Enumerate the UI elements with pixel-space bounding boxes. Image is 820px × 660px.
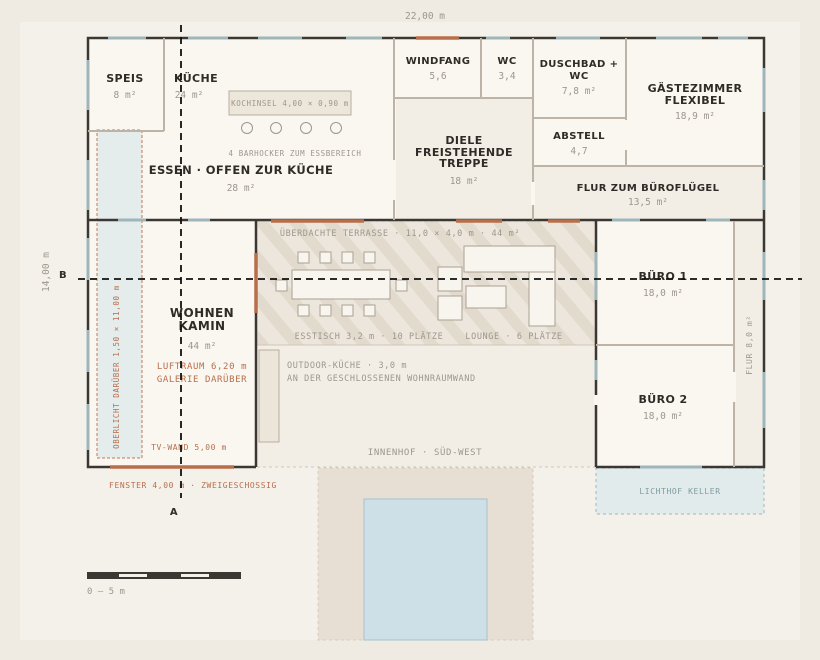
- abstell-area: 4,7: [570, 146, 587, 157]
- interior-walls: [88, 38, 764, 467]
- section-label-a: A: [170, 507, 178, 518]
- gaestezimmer-name-1: GÄSTEZIMMER: [648, 81, 743, 95]
- fenster-label: FENSTER 4,00 m · ZWEIGESCHOSSIG: [109, 481, 277, 490]
- duschbad-area: 7,8 m²: [562, 86, 596, 97]
- diele-name-3: TREPPE: [439, 157, 489, 170]
- buero1-name: BÜRO 1: [638, 269, 687, 283]
- tv-wand-label: TV-WAND 5,00 m: [151, 443, 227, 452]
- diele-fill: [396, 99, 532, 219]
- pool: [363, 498, 488, 641]
- lichthof-area: [595, 467, 765, 515]
- kueche-name: KÜCHE: [174, 71, 218, 85]
- windfang-name: WINDFANG: [406, 56, 471, 67]
- innenhof-label: INNENHOF · SÜD-WEST: [368, 447, 482, 458]
- lichthof-label: LICHTHOF KELLER: [639, 487, 720, 496]
- wc-area: 3,4: [498, 71, 515, 82]
- speis-name: SPEIS: [106, 72, 144, 85]
- kochinsel: [228, 90, 352, 116]
- gaestezimmer-name-2: FLEXIBEL: [665, 94, 726, 107]
- diele-name-1: DIELE: [445, 134, 482, 147]
- essen-area: 28 m²: [227, 183, 256, 194]
- outdoor-kuche-label-1: OUTDOOR-KÜCHE · 3,0 m: [287, 360, 407, 371]
- wohnen-name-1: WOHNEN: [170, 306, 234, 320]
- windows: [86, 36, 766, 469]
- esstisch-label: ESSTISCH 3,2 m · 10 PLÄTZE: [295, 331, 444, 342]
- doors: [110, 36, 580, 469]
- buero1-area: 18,0 m²: [643, 288, 683, 299]
- abstell-name: ABSTELL: [553, 131, 605, 142]
- luftraum-note: LUFTRAUM 6,20 m: [157, 362, 247, 372]
- duschbad-name-2: WC: [569, 71, 588, 82]
- buero2-area: 18,0 m²: [643, 411, 683, 422]
- courtyard-area: [255, 344, 597, 468]
- buero2-name: BÜRO 2: [638, 392, 687, 406]
- left-dimension: 14,00 m: [41, 252, 52, 292]
- oberlicht-area: [96, 129, 143, 459]
- essen-name: ESSEN · OFFEN ZUR KÜCHE: [149, 162, 333, 177]
- door-gaps: [392, 120, 736, 405]
- wc-name: WC: [497, 56, 516, 67]
- outdoor-kitchen: [258, 349, 280, 443]
- windfang-area: 5,6: [429, 71, 446, 82]
- scale-bar: [87, 572, 241, 579]
- flur-buero-name: FLUR ZUM BÜROFLÜGEL: [577, 180, 720, 194]
- bar-stools: [241, 122, 342, 134]
- kochinsel-label: KOCHINSEL 4,00 × 0,90 m: [231, 99, 349, 108]
- terrasse-label: ÜBERDACHTE TERRASSE · 11,0 × 4,0 m · 44 …: [280, 228, 520, 239]
- speis-area: 8 m²: [114, 90, 137, 101]
- outdoor-kuche-label-2: AN DER GESCHLOSSENEN WOHNRAUMWAND: [287, 374, 476, 384]
- scale-label: 0 — 5 m: [87, 587, 125, 597]
- kueche-area: 24 m²: [175, 90, 204, 101]
- wohnen-area: 44 m²: [188, 341, 217, 352]
- flur8-label: FLUR 8,0 m²: [745, 315, 754, 375]
- section-label-b: B: [59, 270, 67, 281]
- top-dimension: 22,00 m: [405, 11, 445, 22]
- gaestezimmer-area: 18,9 m²: [675, 111, 715, 122]
- flur-buero-area: 13,5 m²: [628, 197, 668, 208]
- flur8-fill: [734, 221, 763, 466]
- duschbad-name-1: DUSCHBAD +: [540, 59, 619, 70]
- flur-fill: [534, 166, 763, 219]
- wohnen-name-2: KAMIN: [178, 319, 225, 333]
- diele-area: 18 m²: [450, 176, 479, 187]
- galerie-note: GALERIE DARÜBER: [157, 374, 247, 385]
- diele-name-2: FREISTEHENDE: [415, 146, 513, 159]
- oberlicht-label: OBERLICHT DARÜBER 1,50 × 11,00 m: [112, 285, 121, 449]
- lounge-label: LOUNGE · 6 PLÄTZE: [465, 331, 562, 342]
- barhocker-label: 4 BARHOCKER ZUM ESSBEREICH: [229, 149, 362, 158]
